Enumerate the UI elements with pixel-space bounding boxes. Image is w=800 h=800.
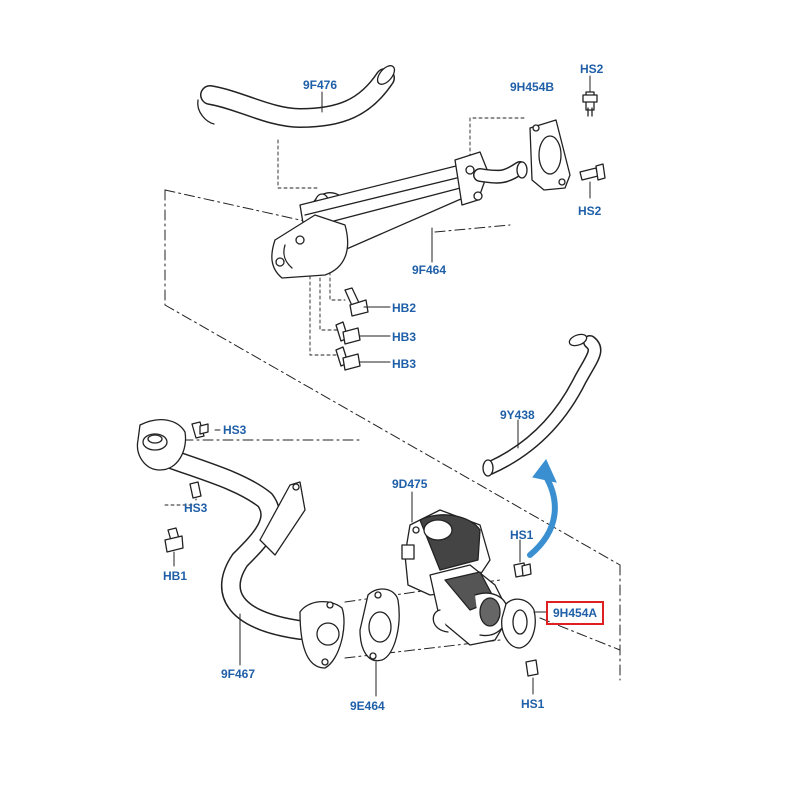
bolt-hb1 [164, 527, 184, 553]
egr-pipe-9f467 [136, 419, 345, 669]
coolant-pipe-9y438 [482, 333, 602, 477]
label-hb2: HB2 [392, 301, 417, 315]
label-9h454a-highlighted: 9H454A [546, 601, 605, 625]
label-hb1: HB1 [163, 569, 188, 583]
bolt-hs3-lower [189, 481, 202, 499]
bolt-hb2 [344, 287, 369, 317]
label-hs3-lower: HS3 [184, 501, 208, 515]
label-9d475: 9D475 [392, 477, 428, 491]
label-hs2-top: HS2 [580, 62, 604, 76]
bolt-hs2-top [582, 91, 598, 117]
gasket-9h454b [529, 119, 571, 191]
egr-cooler-9f464 [271, 151, 528, 279]
bolt-hs3-upper [191, 421, 209, 439]
label-9f464: 9F464 [412, 263, 447, 277]
label-9y438: 9Y438 [500, 408, 535, 422]
bolt-hb3-upper [335, 321, 361, 345]
bolt-hs1-upper [513, 562, 532, 578]
label-leaders [173, 75, 591, 697]
bolt-hb3-lower [335, 346, 361, 371]
label-9f476: 9F476 [303, 78, 338, 92]
label-hs3-upper: HS3 [223, 423, 247, 437]
label-9f467: 9F467 [221, 667, 256, 681]
egr-valve-9d475 [401, 509, 511, 646]
label-hb3-lower: HB3 [392, 357, 417, 371]
label-hs1-upper: HS1 [510, 528, 534, 542]
flow-arrow [527, 459, 558, 558]
label-hb3-upper: HB3 [392, 330, 417, 344]
label-9h454b: 9H454B [510, 80, 555, 94]
gasket-9h454a [501, 598, 547, 649]
gasket-9e464 [359, 588, 400, 662]
bolt-hs1-lower [525, 659, 539, 677]
label-hs1-lower: HS1 [521, 697, 545, 711]
bolt-hs2-bottom [579, 163, 606, 181]
label-hs2-bottom: HS2 [578, 204, 602, 218]
label-9e464: 9E464 [350, 699, 385, 713]
